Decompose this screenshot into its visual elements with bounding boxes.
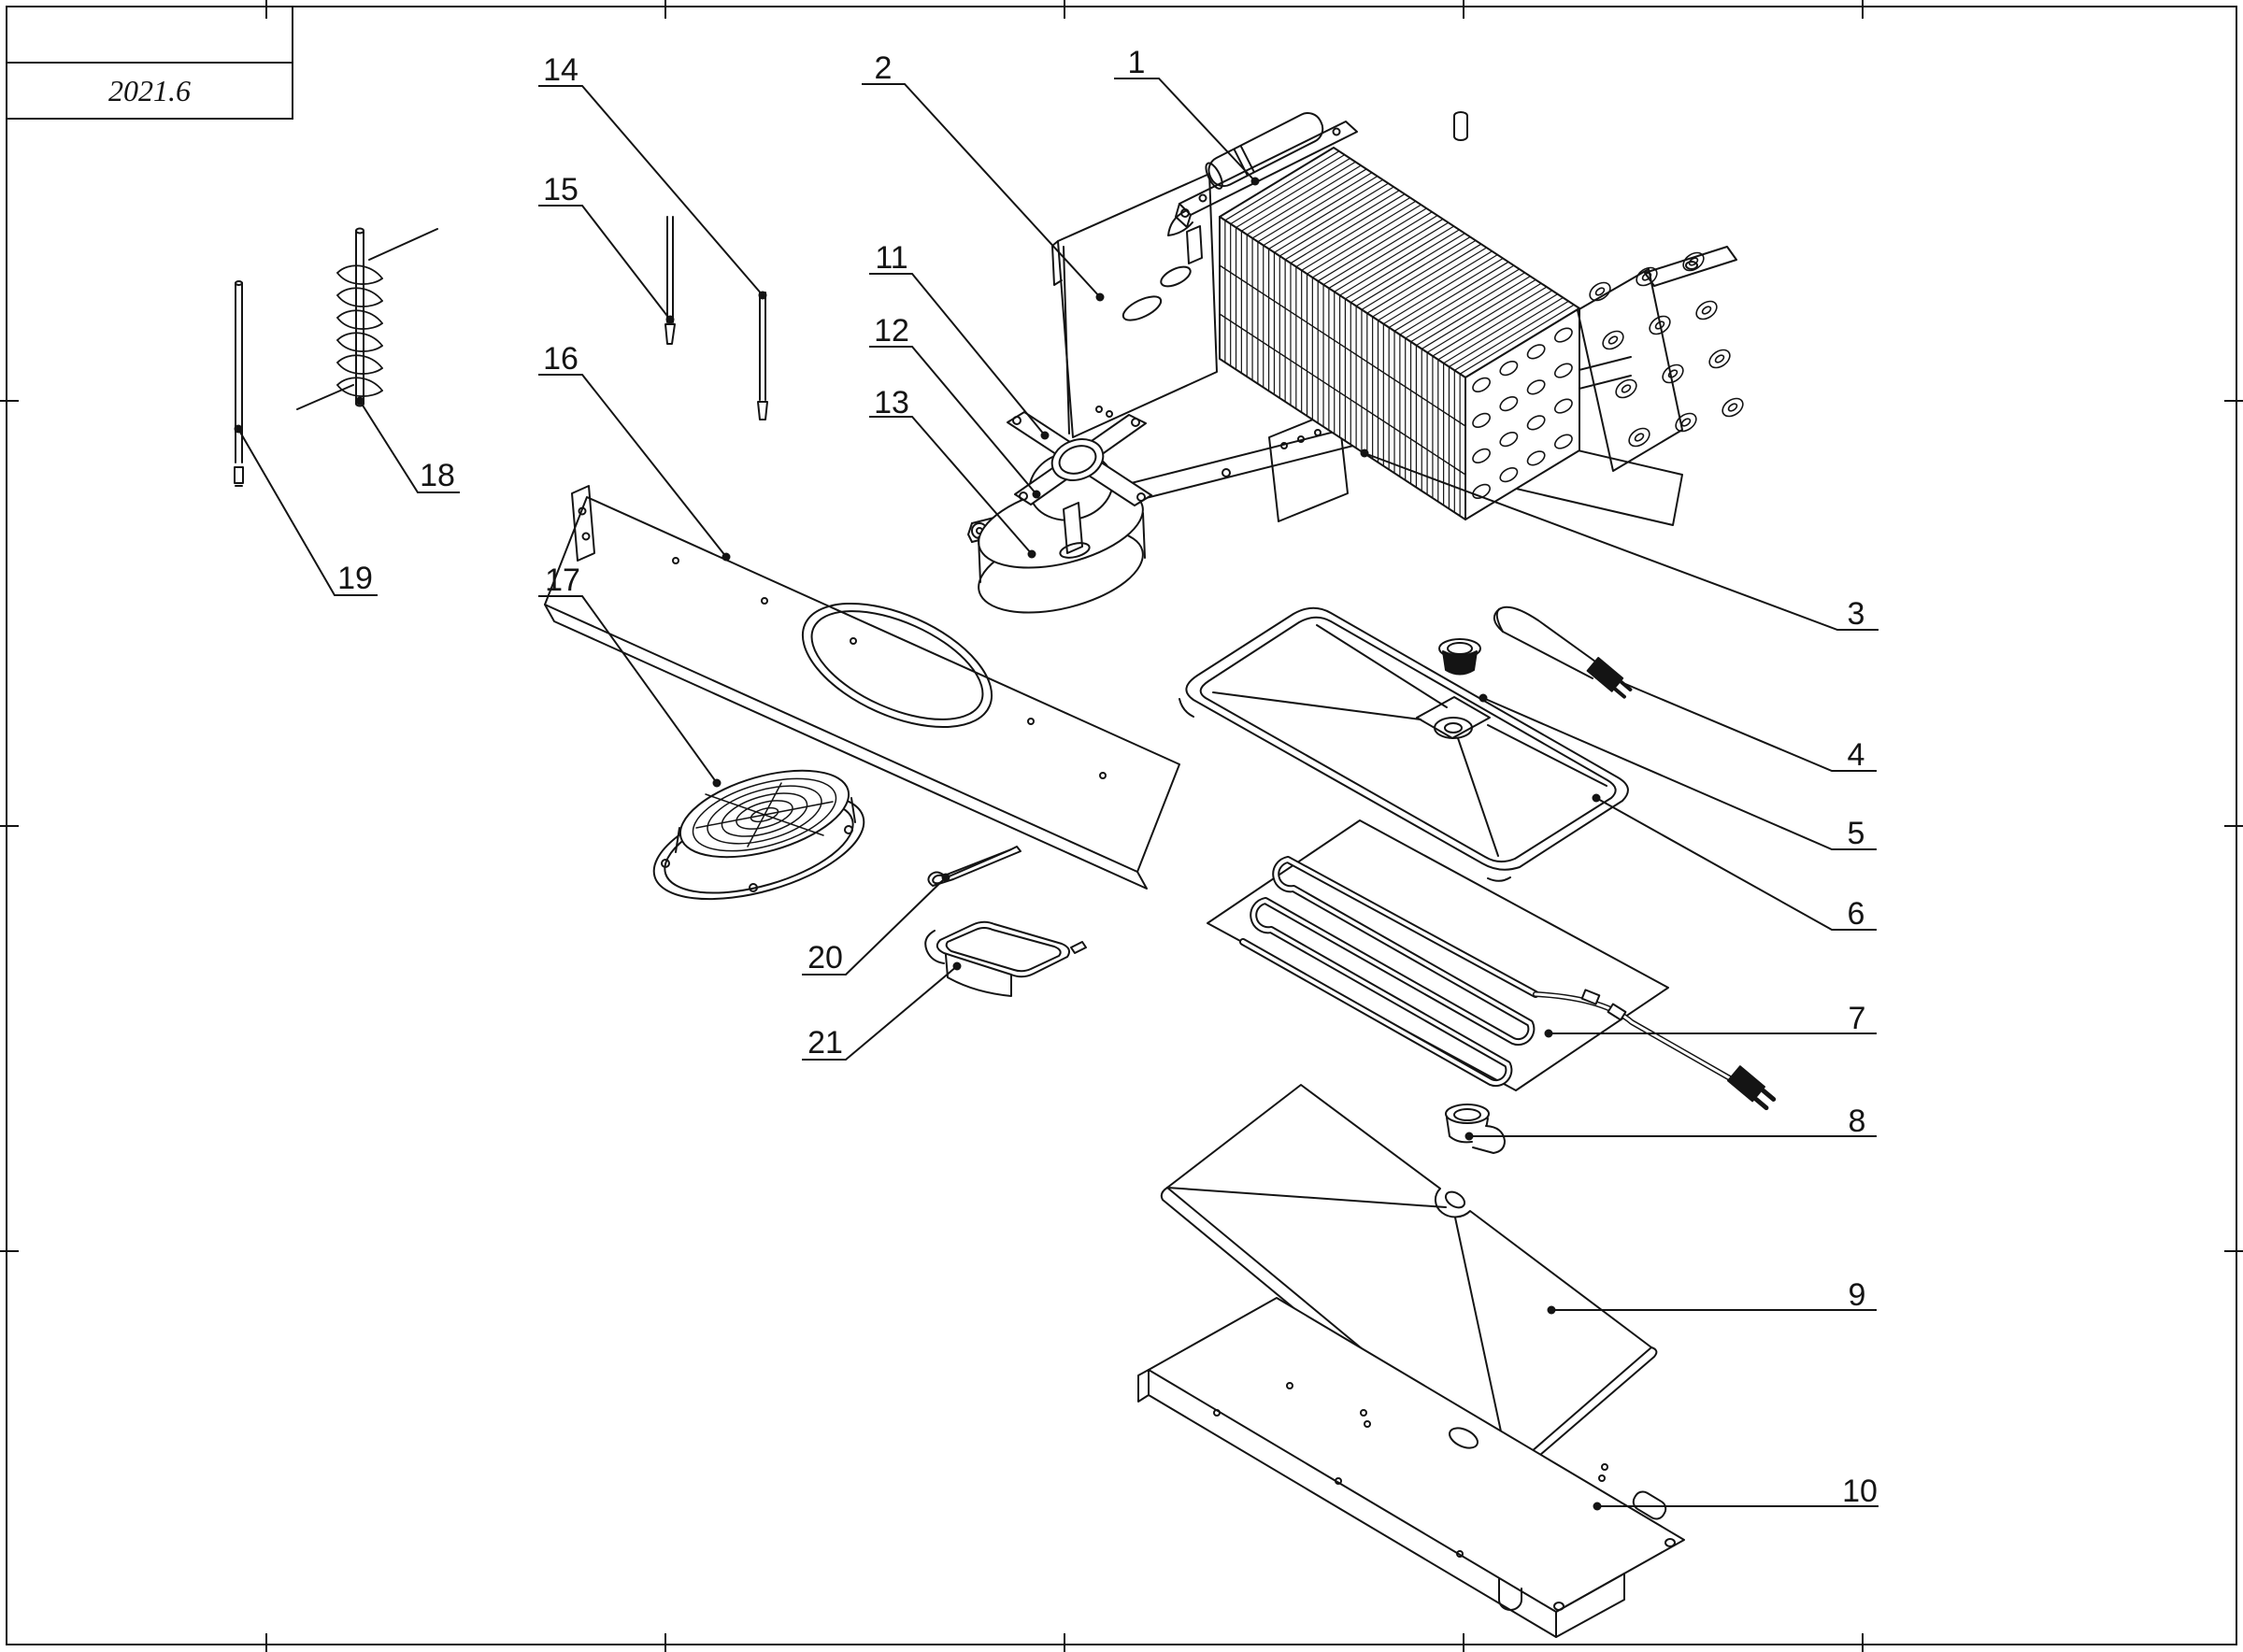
callout-13: 13 bbox=[869, 385, 1036, 559]
callout-number-21: 21 bbox=[807, 1025, 843, 1061]
callout-5: 5 bbox=[1479, 693, 1877, 851]
callout-number-1: 1 bbox=[1128, 45, 1146, 80]
leader-dot-3 bbox=[1360, 449, 1369, 458]
part-bottom-tray bbox=[1137, 1297, 1685, 1638]
part-sensor-rod-right bbox=[757, 292, 768, 420]
callout-9: 9 bbox=[1547, 1277, 1877, 1315]
right-end-plate bbox=[1577, 268, 1683, 472]
leader-dot-8 bbox=[1464, 1132, 1474, 1141]
callout-number-20: 20 bbox=[807, 940, 843, 976]
leader-dot-6 bbox=[1592, 793, 1601, 803]
callout-number-10: 10 bbox=[1842, 1474, 1878, 1509]
callout-number-14: 14 bbox=[543, 52, 579, 88]
callout-11: 11 bbox=[869, 240, 1050, 440]
heater-wire-connector bbox=[1727, 1065, 1777, 1111]
callout-number-13: 13 bbox=[874, 385, 909, 420]
part-left-side-plate bbox=[1051, 173, 1218, 438]
title-box-bottom bbox=[6, 62, 293, 120]
callout-number-7: 7 bbox=[1849, 1001, 1866, 1036]
callout-14: 14 bbox=[538, 52, 767, 300]
part-clip-channel bbox=[927, 846, 1021, 887]
callout-8: 8 bbox=[1464, 1104, 1877, 1141]
leader-dot-12 bbox=[1032, 490, 1041, 499]
callout-number-3: 3 bbox=[1848, 596, 1865, 632]
part-fan-duct-panel bbox=[544, 485, 1180, 890]
u-bend-tubes bbox=[1472, 251, 1744, 499]
part-fan-grille-ring bbox=[652, 769, 865, 901]
callout-16: 16 bbox=[538, 341, 731, 562]
callout-4: 4 bbox=[1618, 680, 1877, 773]
callout-number-2: 2 bbox=[875, 50, 893, 86]
part-evaporator-fin-block bbox=[1219, 147, 1744, 520]
leader-dot-16 bbox=[721, 552, 731, 562]
part-drain-plug bbox=[1438, 638, 1481, 676]
leader-dot-9 bbox=[1547, 1305, 1556, 1315]
part-top-bracket bbox=[1167, 121, 1358, 236]
part-small-tray bbox=[924, 920, 1087, 997]
callout-number-15: 15 bbox=[543, 172, 579, 207]
callout-number-8: 8 bbox=[1849, 1104, 1866, 1139]
leader-dot-19 bbox=[234, 424, 243, 434]
leader-dot-10 bbox=[1593, 1502, 1602, 1511]
callout-12: 12 bbox=[869, 313, 1041, 499]
leader-dot-13 bbox=[1027, 549, 1036, 559]
callout-19: 19 bbox=[234, 424, 378, 596]
callout-number-17: 17 bbox=[545, 563, 580, 598]
part-drain-pan bbox=[1179, 606, 1629, 882]
part-spiral-heater bbox=[296, 227, 438, 410]
callout-17: 17 bbox=[538, 563, 721, 788]
callout-number-5: 5 bbox=[1848, 816, 1865, 851]
leader-dot-20 bbox=[941, 873, 950, 882]
callout-number-16: 16 bbox=[543, 341, 579, 377]
leader-dot-7 bbox=[1544, 1029, 1553, 1038]
part-loop-element bbox=[1493, 605, 1633, 699]
leader-dot-1 bbox=[1250, 177, 1260, 186]
grille-bars bbox=[692, 777, 837, 852]
callout-18: 18 bbox=[355, 396, 460, 493]
part-elbow-fitting bbox=[1445, 1104, 1506, 1154]
leader-dot-14 bbox=[758, 291, 767, 300]
callout-number-6: 6 bbox=[1848, 896, 1865, 932]
title-date-text: 2021.6 bbox=[108, 74, 191, 107]
leader-dot-5 bbox=[1479, 693, 1488, 703]
callout-21: 21 bbox=[802, 961, 962, 1061]
callout-1: 1 bbox=[1114, 45, 1260, 186]
callout-number-12: 12 bbox=[874, 313, 909, 349]
callout-7: 7 bbox=[1544, 1001, 1877, 1038]
callout-number-19: 19 bbox=[337, 561, 373, 596]
callout-number-9: 9 bbox=[1849, 1277, 1866, 1313]
leader-dot-11 bbox=[1040, 431, 1050, 440]
title-box-top bbox=[6, 6, 293, 64]
leader-dot-17 bbox=[712, 778, 721, 788]
callout-number-18: 18 bbox=[420, 458, 455, 493]
part-heater-plate bbox=[1207, 819, 1777, 1111]
leader-dot-21 bbox=[952, 961, 962, 971]
leader-dot-18 bbox=[355, 396, 364, 406]
callout-number-4: 4 bbox=[1848, 737, 1865, 773]
callout-20: 20 bbox=[802, 873, 950, 976]
leader-dot-15 bbox=[665, 315, 675, 324]
part-rod bbox=[234, 280, 244, 487]
callout-2: 2 bbox=[862, 50, 1105, 302]
leader-dot-2 bbox=[1095, 292, 1105, 302]
callout-6: 6 bbox=[1592, 793, 1877, 932]
callout-3: 3 bbox=[1360, 449, 1879, 632]
callout-10: 10 bbox=[1593, 1474, 1879, 1511]
callout-number-11: 11 bbox=[875, 240, 907, 276]
callout-15: 15 bbox=[538, 172, 675, 324]
part-sensor-rod-left bbox=[664, 216, 676, 345]
fin-lines bbox=[1219, 147, 1580, 520]
